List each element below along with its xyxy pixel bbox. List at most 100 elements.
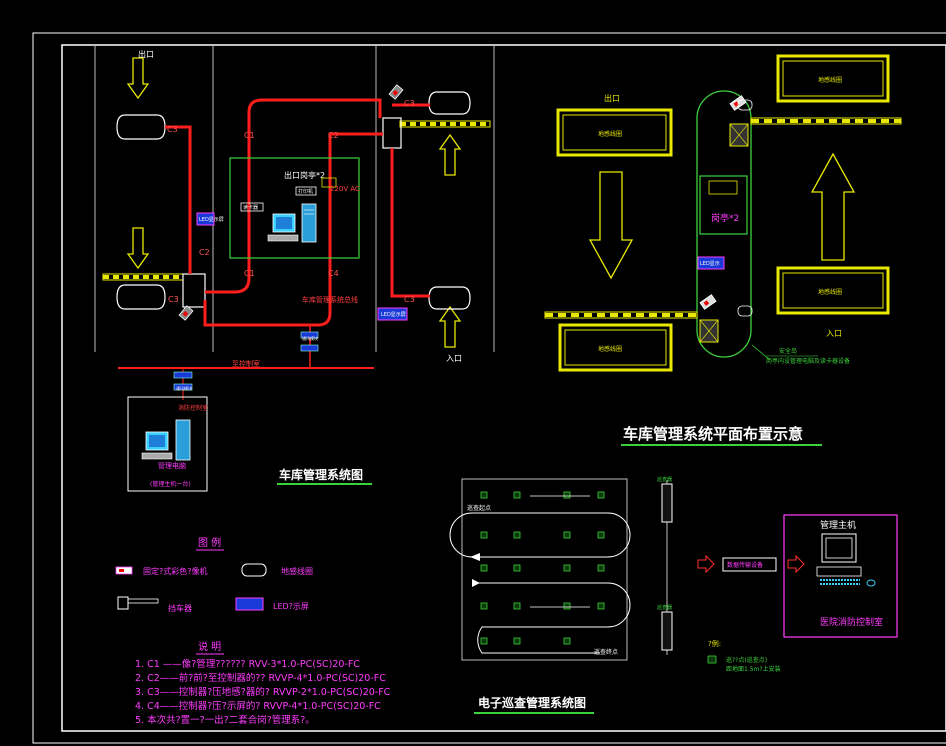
left-blue-tags [173, 331, 319, 391]
booth-led [697, 256, 725, 270]
ground-loop [428, 91, 471, 115]
ground-loop [116, 284, 166, 310]
left-red-cables [165, 98, 430, 327]
bus-label: 至控制室 [232, 359, 260, 368]
right-booth [699, 175, 748, 235]
patrol-path [472, 512, 631, 558]
camera-icon [388, 84, 404, 100]
svg-text:地感线圈: 地感线圈 [818, 288, 842, 296]
patrol-point-icon [707, 655, 717, 664]
svg-text:LED显示: LED显示 [700, 261, 720, 267]
note-line: 5. 本次共?置一?一出?二套合岗?管理系?。 [135, 714, 315, 726]
host-computer-icon [816, 533, 876, 587]
monitor-sub: (管理主机一台) [150, 480, 191, 488]
note-line: 4. C4——控制器?压?示屏的? RVVP-4*1.0-PC(SC)20-FC [135, 700, 381, 712]
path-arrow-icon [470, 553, 480, 561]
cable-tag: C3 [167, 125, 178, 134]
legend-item-text: LED?示屏 [273, 602, 309, 611]
left-road-lines [94, 45, 495, 352]
control-room-computer-icon [141, 419, 191, 461]
cable-tag: C3 [168, 295, 179, 304]
controller-box [182, 273, 206, 308]
reader-bottom-label: 巡查器 [657, 604, 672, 611]
svg-text:LED显示屏: LED显示屏 [199, 217, 224, 223]
ground-loop [428, 286, 471, 310]
power-label: 220V AC [330, 185, 360, 193]
right-entrance-label: 入口 [826, 329, 842, 338]
host-room-label: 医院消防控制室 [820, 616, 883, 628]
right-controllers [699, 123, 749, 343]
left-barriers [102, 120, 491, 281]
patrol-path [472, 582, 631, 654]
patrol-start-label: 巡查起点 [467, 504, 491, 512]
cable-tag: C3 [404, 295, 415, 304]
svg-text:LED显示屏: LED显示屏 [381, 312, 406, 318]
right-direction-arrows [588, 152, 856, 280]
cable-tag: C3 [404, 99, 415, 108]
cable-tag: C2 [328, 131, 339, 140]
reader-box [240, 202, 264, 212]
legend-title: 图 例 [198, 536, 221, 549]
note-line: 2. C2——前?前?至控制器的?? RVVP-4*1.0-PC(SC)20-F… [135, 672, 386, 684]
patrol-title: 电子巡查管理系统图 [478, 695, 586, 710]
outer-frame [32, 32, 946, 744]
printer-box [295, 186, 317, 196]
power-box [321, 177, 337, 188]
legend-item-text: 固定?式彩色?像机 [143, 566, 208, 576]
ground-loop [116, 114, 166, 140]
arrow-down-icon [126, 57, 150, 100]
patrol-legend-line: 巡??点(巡查点) [726, 656, 767, 664]
left-cameras [178, 84, 404, 321]
guard-booth-label: 出口岗亭*2 [284, 170, 325, 180]
arrow-down-icon [588, 171, 634, 280]
monitor-label: 管理电脑 [158, 461, 186, 470]
host-room [783, 514, 898, 638]
booth-screen [708, 180, 738, 195]
right-barriers [544, 117, 902, 319]
inner-frame [61, 44, 946, 732]
control-room-label: 消防控制室 [178, 404, 208, 412]
cable-tag: C4 [328, 269, 339, 278]
right-exit-label: 出口 [604, 93, 620, 103]
left-controllers [182, 117, 402, 308]
barrier-icon [117, 596, 129, 610]
patrol-legend-title: ?例: [708, 639, 721, 648]
patrol-reader-bottom [661, 611, 673, 651]
left-direction-arrows [126, 57, 462, 348]
safety-island [696, 90, 752, 358]
led-icon [235, 597, 264, 611]
arrow-right-icon [787, 554, 805, 574]
arrow-right-icon [697, 554, 715, 574]
svg-text:地感线圈: 地感线圈 [818, 76, 842, 84]
camera-icon [699, 294, 717, 310]
arrow-up-icon [810, 152, 856, 261]
guard-booth [229, 157, 360, 259]
left-diagram-title: 车库管理系统图 [279, 467, 363, 482]
patrol-end-label: 巡查终点 [594, 648, 618, 656]
left-ground-loops [116, 91, 471, 310]
printer-label: 打印机 [298, 188, 313, 195]
left-cable-tags: C3 C1 C2 C1 C2 C4 C3 C3 C3 [167, 99, 415, 304]
patrol-reader-top [661, 483, 673, 523]
arrow-up-icon [438, 133, 462, 176]
right-diagram-title: 车库管理系统平面布置示意 [623, 425, 803, 443]
booth-label: 岗亭*2 [711, 212, 739, 224]
island-note: 岗亭内设管理电脑及读卡器设备 [766, 357, 850, 365]
host-label: 管理主机 [820, 519, 856, 531]
control-room-box [127, 396, 208, 492]
cable-tag: C2 [199, 248, 210, 257]
small-loop [737, 305, 753, 317]
comm-tag-label: 通讯模块 [302, 335, 318, 341]
transfer-label: 数据传输设备 [727, 561, 763, 569]
loop-icon [241, 563, 267, 577]
cable-tag: C1 [244, 269, 255, 278]
patrol-legend-line: 距地面1.5m?上安装 [726, 665, 781, 673]
right-ground-loops: 地感线圈 地感线圈 地感线圈 地感线圈 [556, 54, 890, 372]
note-line: 3. C3——控制器?压地感?器的? RVVP-2*1.0-PC(SC)20-F… [135, 686, 391, 698]
cable-tag: C1 [244, 131, 255, 140]
island-label: 安全岛 [779, 347, 797, 355]
patrol-area [461, 478, 628, 661]
booth-computer-icon [267, 203, 317, 243]
controller-box [382, 117, 402, 149]
comm-tag-label: 通讯模块 [176, 385, 192, 391]
